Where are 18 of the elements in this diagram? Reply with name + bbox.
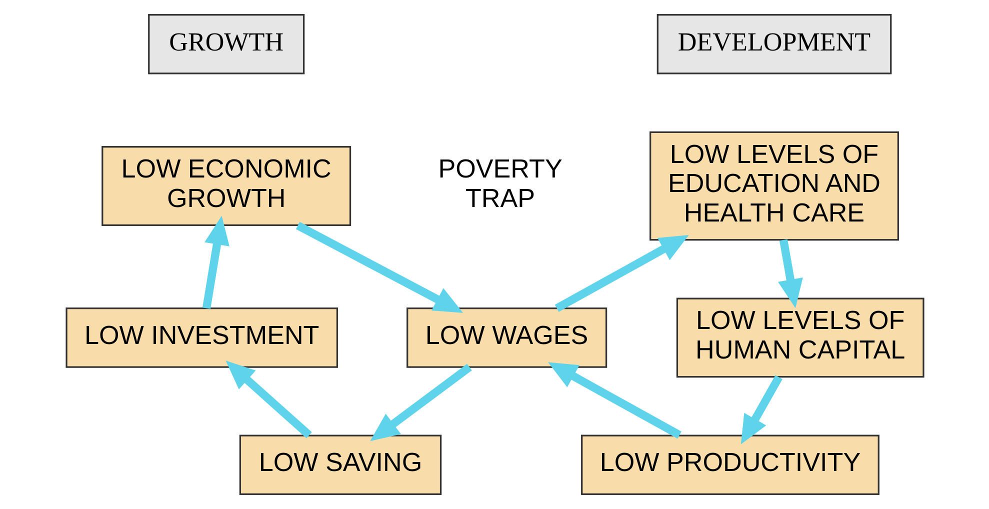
node-box: LOW PRODUCTIVITY: [580, 434, 879, 496]
arrow: [225, 360, 312, 438]
arrow: [370, 364, 472, 442]
arrow: [548, 362, 681, 439]
node-box: GROWTH: [148, 14, 304, 74]
arrow: [740, 375, 782, 444]
node-box: LOW LEVELS OF HUMAN CAPITAL: [676, 298, 924, 378]
arrow: [554, 235, 688, 312]
arrow: [777, 239, 802, 308]
node-box: DEVELOPMENT: [656, 14, 892, 74]
node-box: LOW SAVING: [238, 434, 442, 496]
label: POVERTY TRAP: [438, 154, 562, 213]
node-box: LOW WAGES: [406, 308, 607, 368]
node-box: LOW ECONOMIC GROWTH: [101, 146, 351, 226]
node-box: LOW INVESTMENT: [65, 308, 338, 368]
arrow: [295, 222, 463, 313]
node-box: LOW LEVELS OF EDUCATION AND HEALTH CARE: [649, 131, 899, 241]
arrow: [202, 216, 229, 309]
